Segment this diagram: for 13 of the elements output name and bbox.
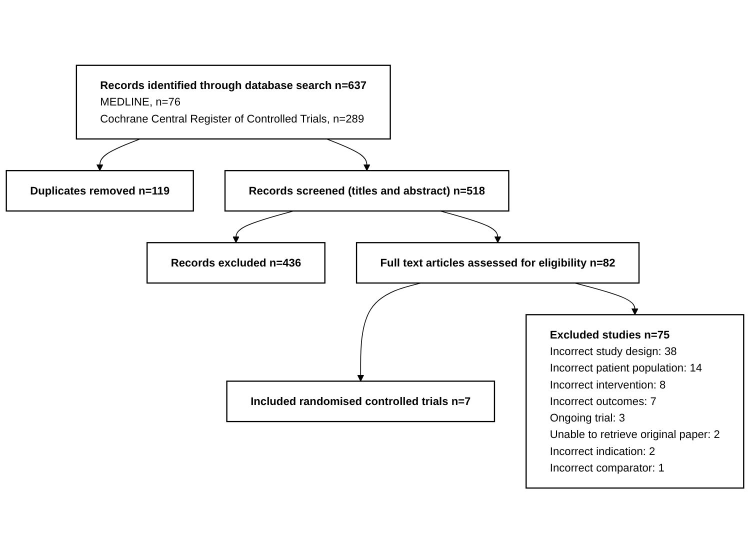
arrow xyxy=(326,138,370,171)
arrow xyxy=(440,210,502,243)
node-box: Excluded studies n=75 Incorrect study design: 38 Incorrect patient population: 14 Incorrect intervention: 8 Incorrect outcomes: 7 Ongoing trial: 3 Unable to retrieve original paper: 2 Incorrect indication: 2 Incorrect comparator: 1 xyxy=(526,314,744,488)
node-box: Duplicates removed n=119 xyxy=(6,170,194,212)
arrow xyxy=(232,210,294,243)
node-box: Records identified through database search n=637 MEDLINE, n=76 Cochrane Central Register of Controlled Trials, n=289 xyxy=(76,64,391,140)
node-box: Included randomised controlled trials n=7 xyxy=(226,380,496,422)
node-box: Full text articles assessed for eligibility n=82 xyxy=(356,242,640,284)
node-box: Records excluded n=436 xyxy=(146,242,326,284)
arrow xyxy=(574,282,638,315)
arrow xyxy=(96,138,140,171)
arrow xyxy=(357,282,422,382)
node-box: Records screened (titles and abstract) n=518 xyxy=(224,170,510,212)
